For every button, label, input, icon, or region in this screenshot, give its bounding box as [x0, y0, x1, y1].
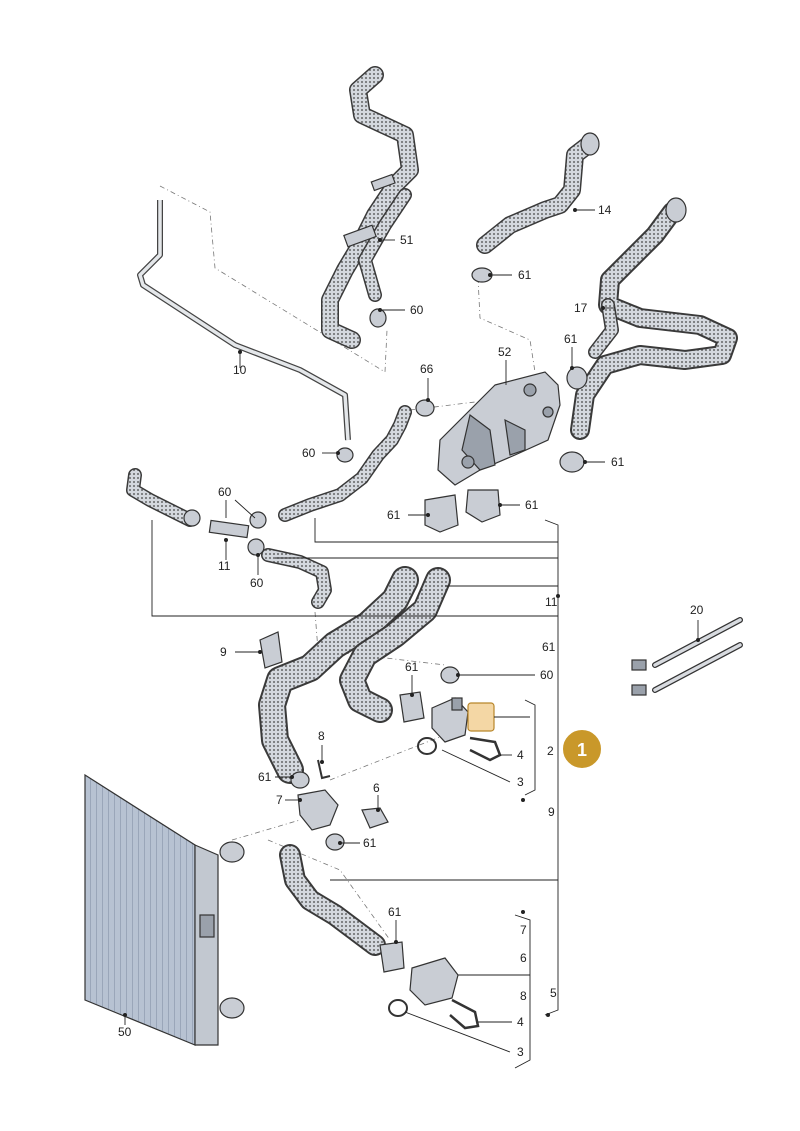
label-8: 8 — [520, 989, 527, 1003]
hose-17 — [570, 197, 738, 440]
clamps — [183, 267, 588, 973]
label-5: 5 — [550, 986, 557, 1000]
label-51: 51 — [400, 233, 414, 247]
thermostat-housing-52 — [437, 371, 561, 486]
hose-51 — [321, 66, 419, 349]
label-4: 4 — [517, 1015, 524, 1029]
label-6: 6 — [373, 781, 380, 795]
label-52: 52 — [498, 345, 512, 359]
label-20: 20 — [690, 603, 704, 617]
label-61: 61 — [518, 268, 532, 282]
label-11: 11 — [545, 595, 558, 609]
label-61: 61 — [363, 836, 377, 850]
hose-66 — [278, 405, 412, 522]
badge-number: 1 — [577, 740, 587, 760]
label-6: 6 — [520, 951, 527, 965]
label-14: 14 — [598, 203, 612, 217]
hose-14 — [476, 132, 600, 254]
leader-dots — [123, 208, 700, 1017]
label-3: 3 — [517, 775, 524, 789]
connector-7 — [297, 759, 389, 831]
label-60: 60 — [410, 303, 424, 317]
label-9: 9 — [548, 805, 555, 819]
label-61: 61 — [405, 660, 419, 674]
label-61: 61 — [525, 498, 539, 512]
label-11: 11 — [218, 559, 231, 573]
label-17: 17 — [574, 301, 588, 315]
label-61: 61 — [258, 770, 272, 784]
label-60: 60 — [540, 668, 554, 682]
label-7: 7 — [276, 793, 283, 807]
label-2: 2 — [547, 744, 554, 758]
label-61: 61 — [388, 905, 402, 919]
clips-20 — [631, 617, 743, 696]
radiator-50 — [84, 773, 245, 1046]
label-4: 4 — [517, 748, 524, 762]
callout-badge-1: 1 — [561, 728, 603, 770]
label-10: 10 — [233, 363, 247, 377]
lower-hose — [279, 844, 386, 956]
large-hose-9 — [258, 566, 451, 784]
label-7: 7 — [520, 923, 527, 937]
label-50: 50 — [118, 1025, 132, 1039]
label-3: 3 — [517, 1045, 524, 1059]
part-labels: 14 51 60 61 17 52 61 66 10 60 61 60 61 6… — [118, 203, 704, 1059]
label-66: 66 — [420, 362, 434, 376]
label-8: 8 — [318, 729, 325, 743]
metal-pipe-10 — [137, 200, 351, 441]
label-61: 61 — [542, 640, 556, 654]
label-61: 61 — [387, 508, 401, 522]
label-9: 9 — [220, 645, 227, 659]
label-60: 60 — [250, 576, 264, 590]
bracket-lines — [151, 518, 559, 1069]
label-60: 60 — [218, 485, 232, 499]
label-60: 60 — [302, 446, 316, 460]
flange-lower — [388, 957, 480, 1030]
flange-2-upper — [417, 697, 502, 762]
label-61: 61 — [611, 455, 625, 469]
assembly-dash-lines — [159, 185, 536, 941]
label-61: 61 — [564, 332, 578, 346]
hose-11-left — [126, 468, 332, 609]
